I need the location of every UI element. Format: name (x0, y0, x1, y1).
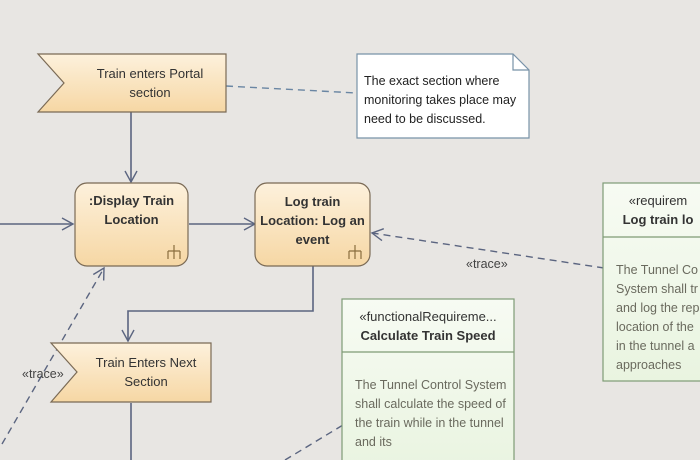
note-fold (512, 54, 529, 71)
trace-speed-requirement[interactable] (284, 424, 344, 460)
action-display-label: :Display Train Location (88, 193, 175, 227)
trace-label-right: «trace» (466, 257, 508, 271)
requirement-speed-title: Calculate Train Speed (360, 328, 496, 343)
requirement-log-header: «requirem Log train lo (603, 191, 700, 229)
action-display-shape[interactable] (74, 182, 189, 267)
note-link[interactable] (225, 85, 358, 94)
requirement-speed[interactable]: «functionalRequireme... Calculate Train … (342, 299, 514, 460)
note-shape[interactable] (356, 53, 530, 139)
dashed-links (1, 85, 605, 460)
requirement-log[interactable]: «requirem Log train lo The Tunnel Co Sys… (603, 183, 700, 381)
trace-log-requirement[interactable] (370, 228, 605, 269)
requirement-speed-header: «functionalRequireme... Calculate Train … (342, 307, 514, 345)
requirement-speed-body: The Tunnel Control System shall calculat… (355, 378, 507, 449)
rake-icon (348, 245, 362, 259)
requirement-log-stereotype: «requirem (628, 193, 688, 208)
trace-label-left: «trace» (22, 367, 64, 381)
signal-portal-label: Train enters Portal section (96, 66, 204, 100)
flow-log-to-next-section[interactable] (121, 266, 314, 343)
requirement-log-title: Log train lo (622, 212, 694, 227)
requirement-log-body: The Tunnel Co System shall tr and log th… (616, 263, 700, 372)
action-log-label: Log train Location: Log an event (260, 193, 365, 247)
trace-display-left[interactable] (1, 266, 105, 445)
signal-portal-shape[interactable] (36, 53, 227, 113)
signal-next-section-label: Train Enters Next Section (95, 355, 197, 389)
requirement-speed-stereotype: «functionalRequireme... (359, 309, 497, 324)
requirement-speed-shape[interactable] (341, 298, 515, 460)
requirement-log-shape[interactable] (602, 182, 700, 382)
control-flows (0, 112, 314, 460)
note-text: The exact section where monitoring takes… (364, 74, 517, 126)
rake-icon (167, 245, 181, 259)
signal-next-section-shape[interactable] (49, 342, 212, 403)
action-log-shape[interactable] (254, 182, 371, 267)
